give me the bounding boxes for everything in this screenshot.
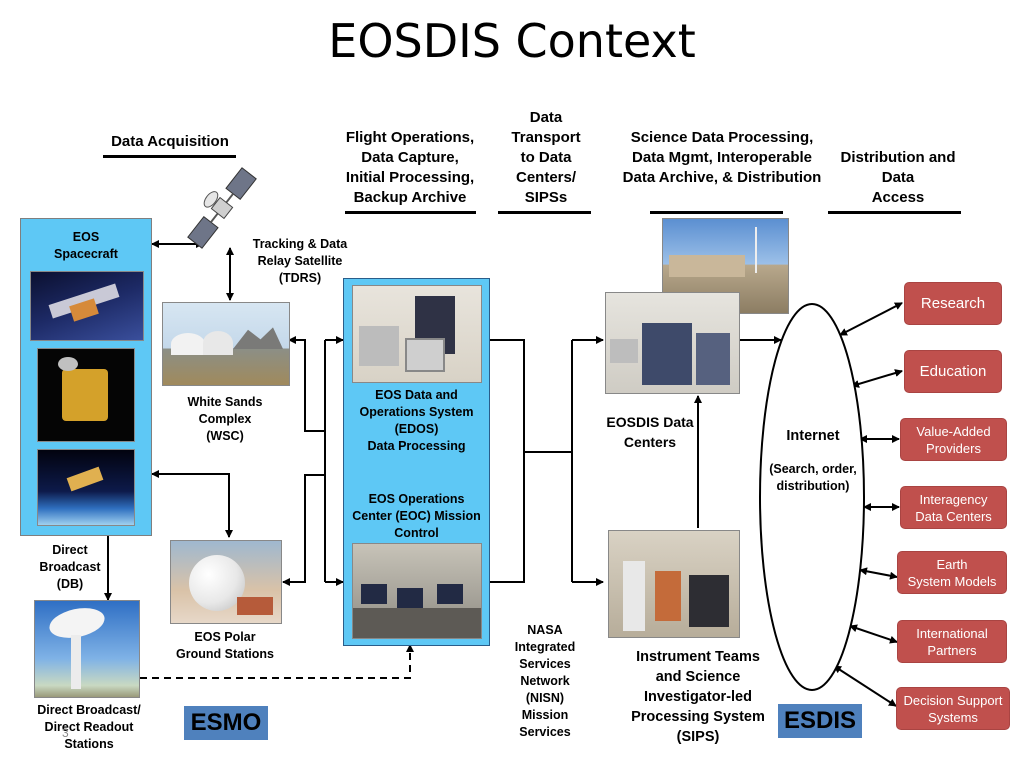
data-center-server-photo [605,292,740,394]
header-flight-operations: Flight Operations,Data Capture, Initial … [345,129,475,206]
spacecraft-photo-3 [37,449,135,526]
edos-photo [352,285,482,383]
page-number: 3 [62,726,69,740]
white-sands-photo [162,302,290,386]
spacecraft-photo-1 [30,271,144,341]
internet-title: Internet [786,428,840,444]
header-underline [650,211,783,214]
esmo-badge: ESMO [184,706,268,740]
page-title: EOSDIS Context [328,14,696,68]
internet-subtitle: (Search, order,distribution) [769,462,857,493]
sips-photo [608,530,740,638]
polar-stations-photo [170,540,282,624]
header-underline [828,211,961,214]
header-science-data-processing: Science Data Processing,Data Mgmt, Inter… [622,129,822,186]
header-underline [103,155,236,158]
esdis-badge: ESDIS [778,704,862,738]
header-data-acquisition: Data Acquisition [111,133,229,150]
db-stations-photo [34,600,140,698]
user-education-box: Education [904,350,1002,393]
header-underline [498,211,591,214]
eoc-photo [352,543,482,639]
spacecraft-photo-2 [37,348,135,442]
user-research-box: Research [904,282,1002,325]
header-underline [345,211,476,214]
